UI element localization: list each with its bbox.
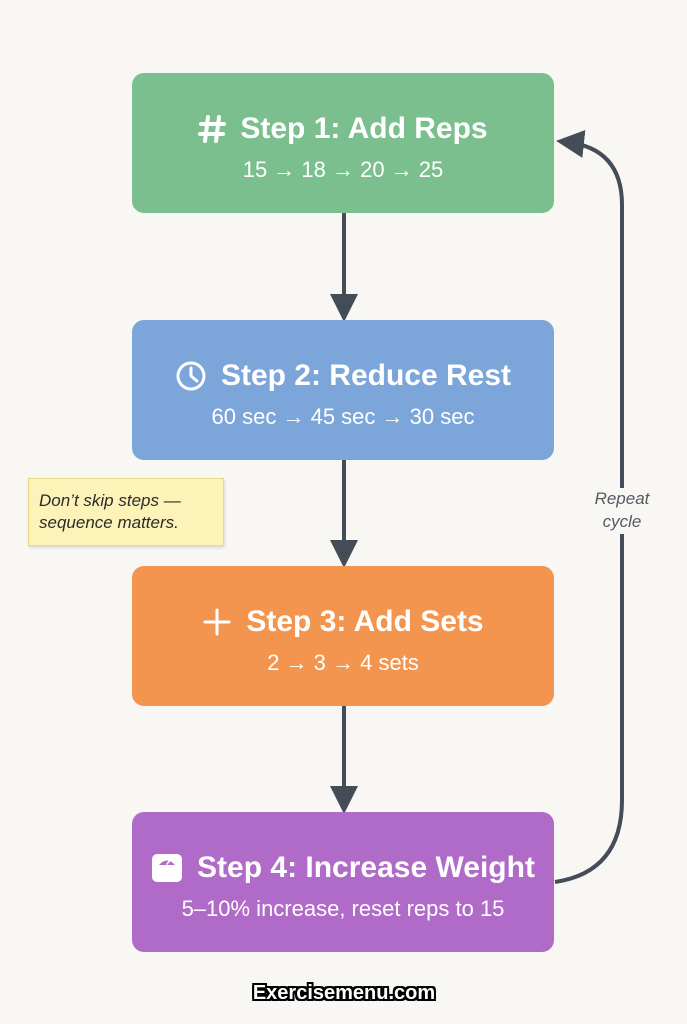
step-subtitle: 60 sec → 45 sec → 30 sec: [211, 404, 475, 429]
scale-icon: [151, 853, 183, 883]
step-1-card: Step 1: Add Reps 15 → 18 → 20 → 25: [132, 73, 554, 213]
step-title: Step 4: Increase Weight: [197, 851, 535, 884]
note-line: sequence matters.: [39, 513, 179, 533]
note-line: Don’t skip steps —: [39, 491, 181, 510]
step-2-card: Step 2: Reduce Rest 60 sec → 45 sec → 30…: [132, 320, 554, 460]
step-title: Step 3: Add Sets: [246, 605, 484, 638]
repeat-label-line: cycle: [602, 511, 642, 531]
step-3-card: Step 3: Add Sets 2 → 3 → 4 sets: [132, 566, 554, 706]
step-title: Step 1: Add Reps: [240, 112, 488, 145]
repeat-label-line: Repeat: [594, 489, 650, 508]
hash-icon: [198, 114, 227, 144]
plus-icon: [202, 607, 232, 637]
step-subtitle: 2 → 3 → 4 sets: [267, 650, 419, 675]
repeat-cycle-label: Repeat cycle: [578, 488, 666, 534]
sticky-note: Don’t skip steps — sequence matters.: [28, 478, 224, 546]
step-subtitle: 5–10% increase, reset reps to 15: [181, 896, 505, 921]
step-title: Step 2: Reduce Rest: [220, 359, 512, 392]
step-4-card: Step 4: Increase Weight 5–10% increase, …: [132, 812, 554, 952]
footer-watermark: Exercisemenu.com: [236, 980, 452, 1006]
clock-icon: [175, 360, 207, 392]
step-subtitle: 15 → 18 → 20 → 25: [242, 157, 444, 182]
repeat-cycle-arrow: [554, 130, 624, 884]
footer-text: Exercisemenu.com: [252, 981, 436, 1004]
